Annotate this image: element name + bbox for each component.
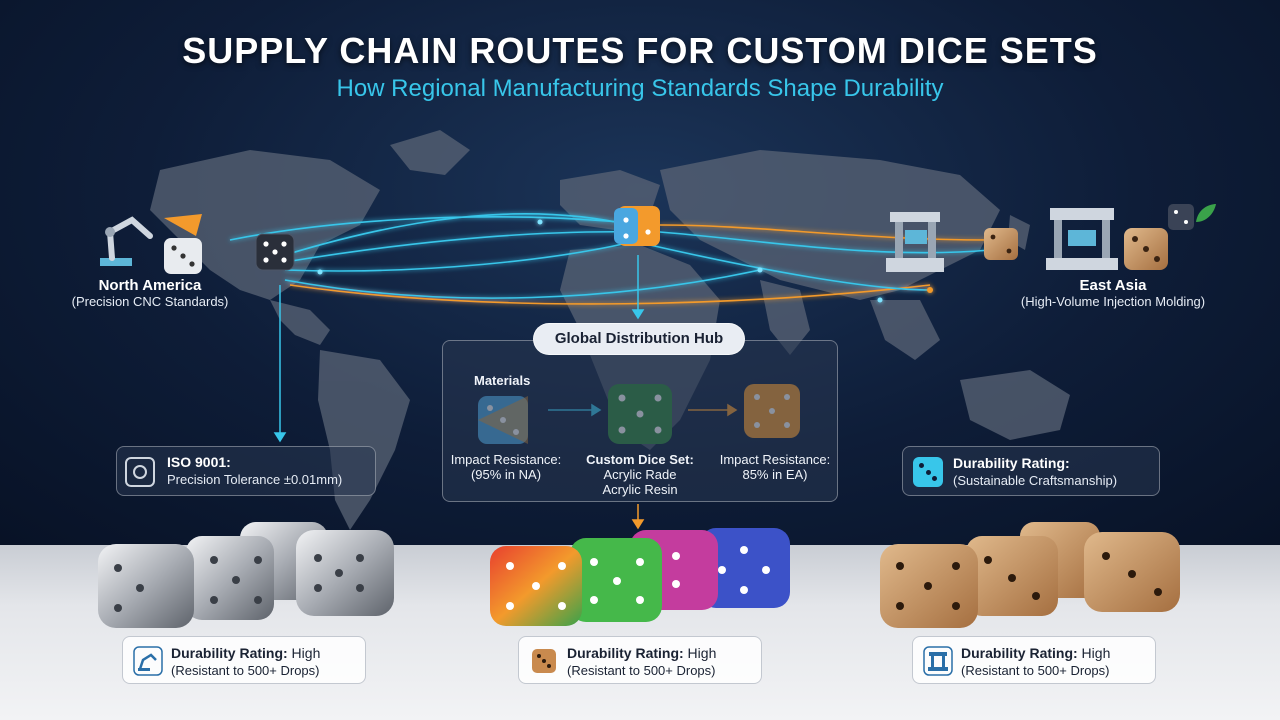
materials-label: Materials (474, 373, 531, 388)
hub-down-arrow (631, 504, 645, 530)
metal-dice-group (98, 522, 394, 628)
region-name: East Asia (1079, 277, 1147, 294)
acrylic-dice-group (490, 528, 790, 626)
impact-ea-value: 85% in EA) (742, 467, 808, 482)
impact-ea-title: Impact Resistance: (719, 452, 831, 467)
injection-press-icon (1046, 208, 1118, 270)
iso-detail: Precision Tolerance ±0.01mm) (167, 472, 343, 487)
rating-detail: (Resistant to 500+ Drops) (171, 663, 320, 678)
region-subtitle: (Precision CNC Standards) (71, 294, 229, 309)
custom-set-title: Custom Dice Set: (586, 452, 694, 467)
wood-die-icon (984, 228, 1018, 260)
die-icon (913, 457, 943, 487)
die-icon (532, 649, 556, 673)
rating-card-acrylic: Durability Rating: High (Resistant to 50… (518, 636, 762, 684)
rating-card-metal: Durability Rating: High (Resistant to 50… (122, 636, 366, 684)
warning-flag-icon (164, 214, 202, 236)
wood-dice-group (880, 522, 1180, 628)
rating-label: Durability Rating: (171, 645, 288, 661)
page-subtitle: How Regional Manufacturing Standards Sha… (336, 75, 944, 102)
dark-die-icon (255, 233, 295, 271)
custom-set-line3: Acrylic Resin (602, 482, 678, 497)
connector-arrows (273, 255, 645, 443)
page-title: SUPPLY CHAIN ROUTES FOR CUSTOM DICE SETS (182, 30, 1098, 71)
target-icon (125, 457, 155, 487)
rating-label: Durability Rating: (567, 645, 684, 661)
custom-set-label: Custom Dice Set: Acrylic Rade Acrylic Re… (576, 452, 704, 497)
hub-die-icon (614, 206, 660, 246)
shipping-routes (229, 213, 991, 305)
region-east-asia: East Asia (High-Volume Injection Molding… (1000, 277, 1226, 309)
robot-arm-icon (133, 646, 163, 676)
rating-label: Durability Rating: (961, 645, 1078, 661)
iso-panel: ISO 9001: Precision Tolerance ±0.01mm) (116, 446, 376, 496)
custom-set-line2: Acrylic Rade (603, 467, 677, 482)
impact-ea-label: Impact Resistance: 85% in EA) (714, 452, 836, 482)
leaf-die-icon (1168, 204, 1216, 230)
robot-arm-icon (100, 216, 153, 266)
rating-detail: (Resistant to 500+ Drops) (567, 663, 716, 678)
white-die-icon (164, 238, 202, 274)
press-machine-icon (923, 646, 953, 676)
rating-value: High (1077, 645, 1111, 661)
region-name: North America (98, 277, 202, 294)
rating-detail: (Resistant to 500+ Drops) (961, 663, 1110, 678)
region-subtitle: (High-Volume Injection Molding) (1020, 294, 1206, 309)
impact-na-label: Impact Resistance: (95% in NA) (446, 452, 566, 482)
sustainable-detail: (Sustainable Craftsmanship) (953, 473, 1118, 488)
distribution-hub-panel (442, 340, 838, 502)
region-north-america: North America (Precision CNC Standards) (60, 277, 240, 309)
sustainable-panel: Durability Rating: (Sustainable Craftsma… (902, 446, 1160, 496)
rating-value: High (683, 645, 717, 661)
sustainable-title: Durability Rating: (953, 455, 1070, 471)
rating-card-wood: Durability Rating: High (Resistant to 50… (912, 636, 1156, 684)
rating-value: High (287, 645, 321, 661)
iso-title: ISO 9001: (167, 454, 231, 470)
orange-die-icon (1124, 228, 1168, 270)
impact-na-title: Impact Resistance: (450, 452, 562, 467)
impact-na-value: (95% in NA) (470, 467, 542, 482)
press-machine-icon (886, 212, 944, 272)
hub-title: Global Distribution Hub (533, 323, 745, 355)
